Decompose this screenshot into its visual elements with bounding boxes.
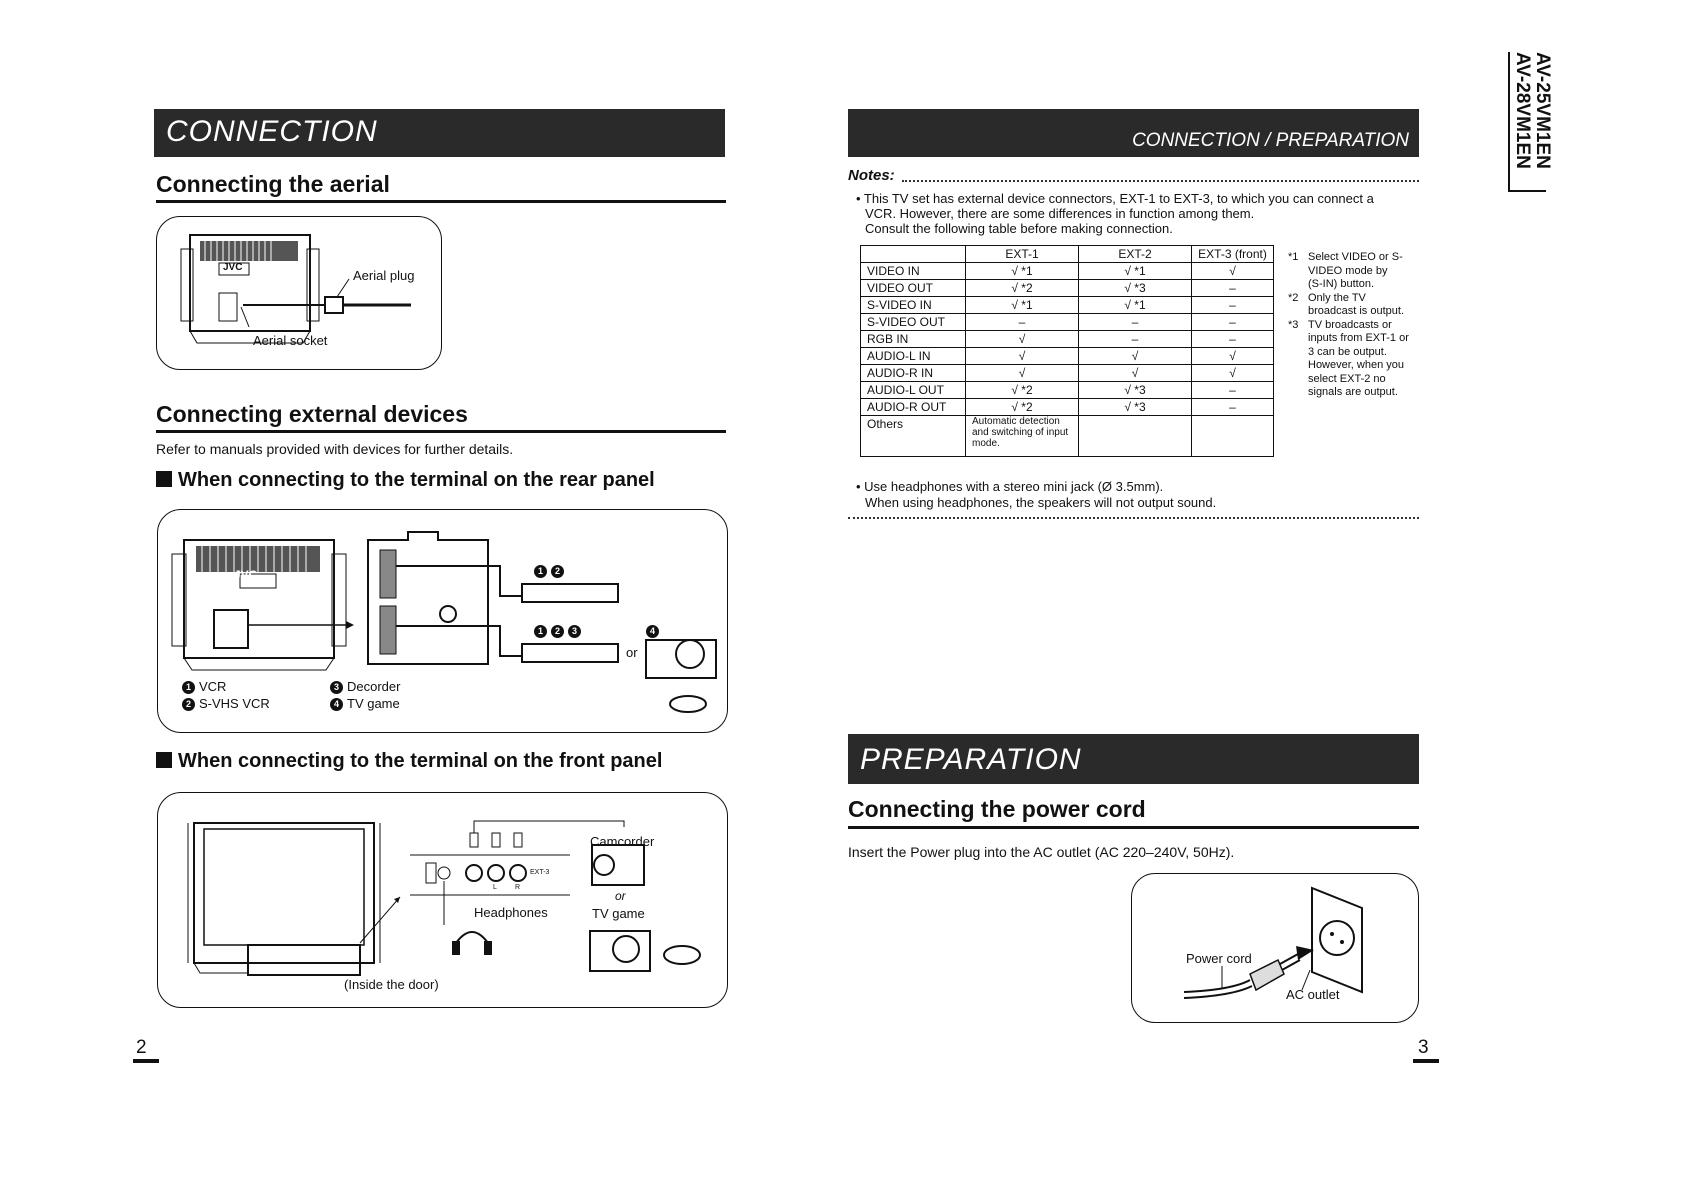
jvc-logo: JVC [223, 262, 243, 273]
device-number-badge: 2 [551, 625, 564, 639]
model-number-2: AV-28VM1EN [1512, 52, 1533, 169]
table-row: AUDIO-R OUT√ *2√ *3– [860, 398, 1274, 416]
notes-label: Notes: [848, 167, 895, 184]
table-row: Others Automatic detection and switching… [860, 415, 1274, 457]
notes-end-dotted-rule [848, 517, 1419, 519]
front-panel-illustration: Camcorder or TV game Headphones (Inside … [157, 792, 728, 1008]
ac-outlet-label: AC outlet [1286, 987, 1340, 1002]
table-footnotes: *1 Select VIDEO or S- VIDEO mode by (S-I… [1288, 251, 1428, 400]
device-number-badge: 1 [534, 625, 547, 639]
front-panel-heading: When connecting to the terminal on the f… [156, 750, 662, 773]
power-outlet-drawing [1183, 886, 1363, 999]
rear-or-label: or [626, 645, 638, 660]
table-row: VIDEO OUT√ *2√ *3– [860, 279, 1274, 297]
table-row: AUDIO-L OUT√ *2√ *3– [860, 381, 1274, 399]
note-headphones: • Use headphones with a stereo mini jack… [856, 479, 1217, 510]
page-number-left-bar [133, 1059, 159, 1063]
footnote-2: *2 Only the TV broadcast is output. [1288, 291, 1405, 318]
table-header-row: EXT-1 EXT-2 EXT-3 (front) [860, 245, 1274, 263]
aerial-socket-label: Aerial socket [253, 333, 328, 348]
table-row: AUDIO-R IN√√√ [860, 364, 1274, 382]
front-panel-heading-text: When connecting to the terminal on the f… [178, 750, 663, 772]
heading-bullet [156, 752, 172, 768]
front-or-label: or [615, 889, 626, 903]
legend-number: 2 [182, 698, 195, 712]
tv-game-label: TV game [592, 906, 645, 921]
front-panel-drawing [187, 820, 701, 976]
right-channel-label: R [515, 884, 521, 891]
aerial-section-title: Connecting the aerial [156, 171, 390, 197]
left-channel-label: L [493, 884, 497, 891]
page-number-right-bar [1413, 1059, 1439, 1063]
device-number-badge: 3 [568, 625, 581, 639]
table-row: VIDEO IN√ *1√ *1√ [860, 262, 1274, 280]
table-row: AUDIO-L IN√√√ [860, 347, 1274, 365]
external-title-rule [156, 430, 726, 433]
legend-number: 4 [330, 698, 343, 712]
aerial-illustration: Aerial plug Aerial socket JVC [156, 216, 442, 370]
power-cord-title: Connecting the power cord [848, 796, 1146, 822]
preparation-banner-title: PREPARATION [860, 743, 1082, 776]
power-cord-title-rule [848, 826, 1419, 829]
rear-panel-heading: When connecting to the terminal on the r… [156, 469, 655, 492]
power-cord-instruction: Insert the Power plug into the AC outlet… [848, 844, 1235, 860]
ext-connector-table: EXT-1 EXT-2 EXT-3 (front) VIDEO IN√ *1√ … [860, 245, 1274, 457]
connection-banner-title: CONNECTION [166, 115, 378, 148]
headphones-label: Headphones [474, 905, 548, 920]
external-intro-text: Refer to manuals provided with devices f… [156, 441, 514, 457]
notes-dotted-rule [902, 180, 1419, 182]
note-external-connectors: • This TV set has external device connec… [856, 191, 1374, 236]
device-number-badge: 2 [551, 565, 564, 579]
aerial-plug-label: Aerial plug [353, 268, 415, 283]
model-number-1: AV-25VM1EN [1532, 52, 1553, 169]
device-number-badge: 1 [534, 565, 547, 579]
badge-group-game: 4 [646, 623, 663, 641]
jvc-logo: JVC [234, 568, 258, 582]
device-number-badge: 4 [646, 625, 659, 639]
rear-panel-drawing [171, 531, 717, 713]
camcorder-label: Camcorder [590, 834, 655, 849]
tv-rear-aerial-drawing [180, 234, 411, 344]
side-title-rule [1508, 52, 1510, 192]
legend-number: 1 [182, 681, 195, 695]
preparation-banner: PREPARATION [848, 734, 1419, 784]
connection-preparation-banner-title: CONNECTION / PREPARATION [1132, 130, 1409, 151]
inside-door-label: (Inside the door) [344, 977, 439, 992]
connection-banner: CONNECTION [154, 109, 725, 157]
ext3-label: EXT-3 [530, 869, 550, 876]
external-devices-title: Connecting external devices [156, 401, 468, 427]
page-number-left: 2 [136, 1037, 147, 1058]
footnote-3: *3 TV broadcasts or inputs from EXT-1 or… [1288, 318, 1409, 399]
table-row: S-VIDEO OUT––– [860, 313, 1274, 331]
legend-number: 3 [330, 681, 343, 695]
connection-preparation-banner: CONNECTION / PREPARATION [848, 109, 1419, 157]
aerial-title-rule [156, 200, 726, 203]
side-title-rule-bottom [1508, 190, 1546, 192]
power-cord-illustration: Power cord AC outlet [1131, 873, 1419, 1023]
rear-panel-heading-text: When connecting to the terminal on the r… [178, 469, 655, 491]
power-cord-label: Power cord [1186, 951, 1252, 966]
heading-bullet [156, 471, 172, 487]
table-row: S-VIDEO IN√ *1√ *1– [860, 296, 1274, 314]
table-row: RGB IN√–– [860, 330, 1274, 348]
page-number-right: 3 [1418, 1037, 1429, 1058]
footnote-1: *1 Select VIDEO or S- VIDEO mode by (S-I… [1288, 251, 1403, 290]
